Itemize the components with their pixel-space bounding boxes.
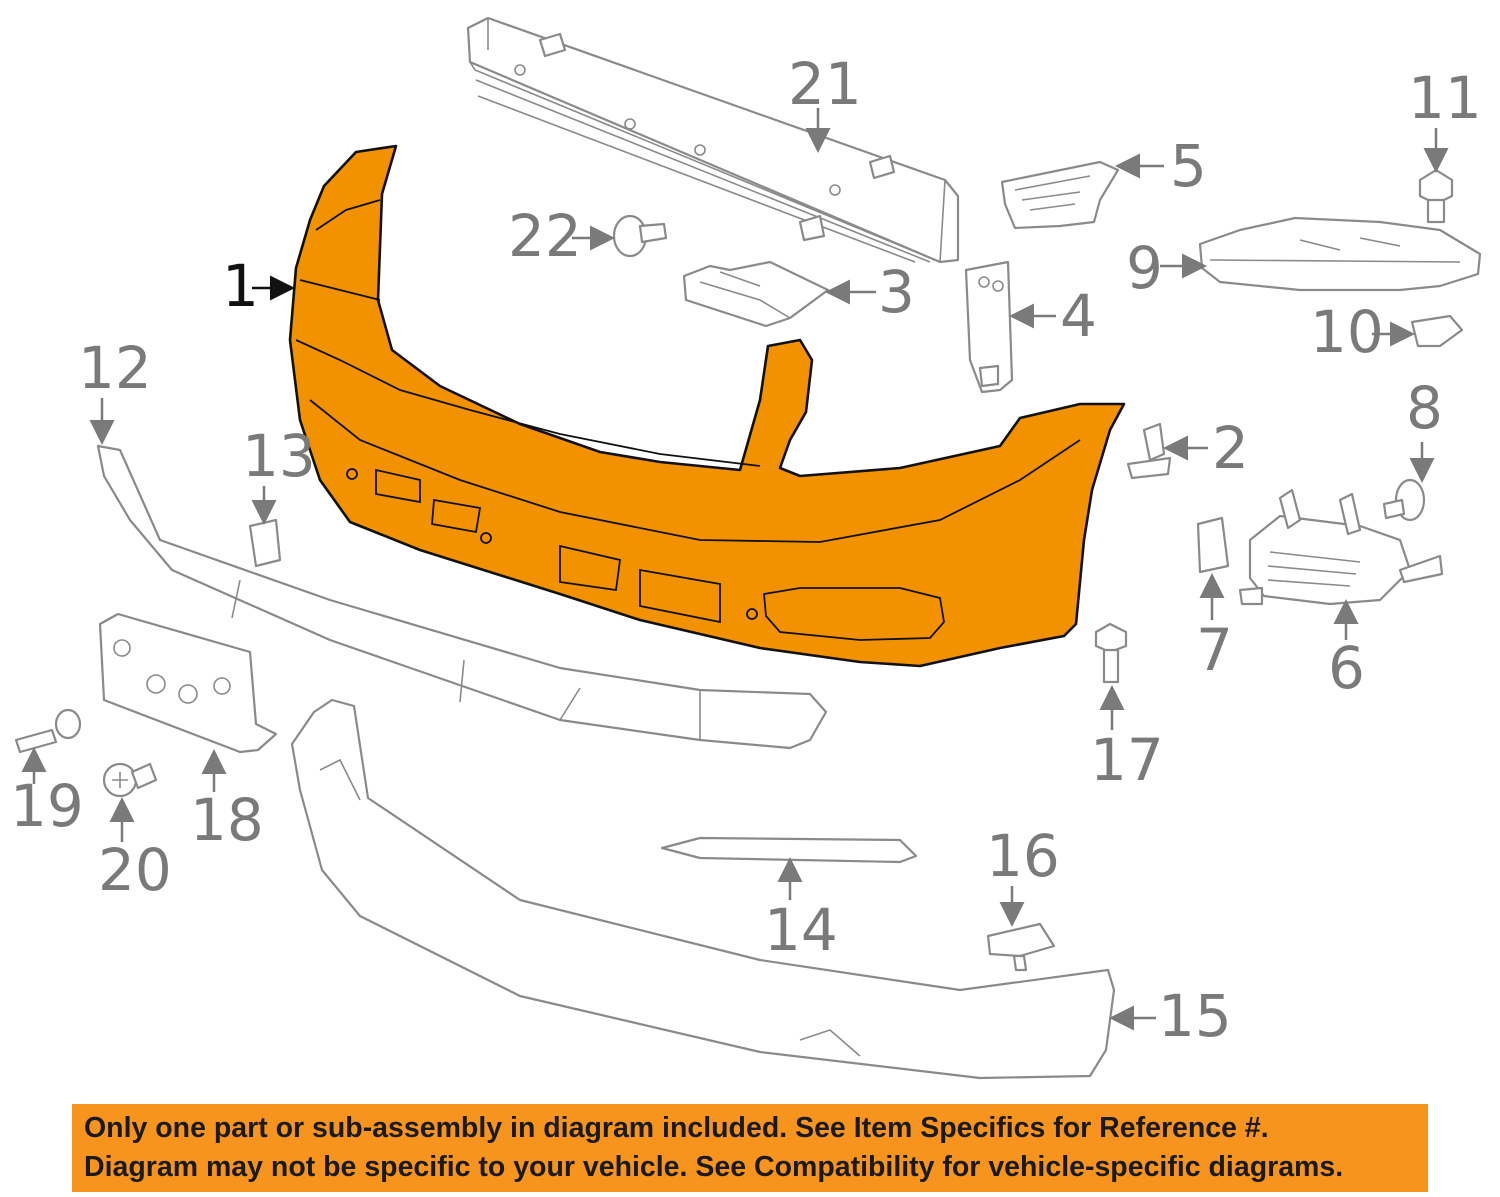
callout-13: 13 bbox=[242, 422, 316, 490]
part-20-screw bbox=[102, 762, 158, 798]
part-04-bracket bbox=[964, 260, 1014, 394]
callout-12: 12 bbox=[78, 334, 152, 402]
part-05-bracket bbox=[1000, 160, 1120, 230]
part-19-push-pin bbox=[14, 708, 82, 754]
part-14-trim-strip bbox=[660, 836, 918, 864]
callout-5: 5 bbox=[1170, 132, 1207, 200]
callout-6: 6 bbox=[1328, 634, 1365, 702]
disclaimer-banner: Only one part or sub-assembly in diagram… bbox=[72, 1104, 1428, 1192]
part-12-lower-trim bbox=[96, 444, 828, 750]
callout-7: 7 bbox=[1196, 616, 1233, 684]
callout-19: 19 bbox=[10, 772, 84, 840]
part-11-bolt bbox=[1418, 168, 1454, 224]
callout-16: 16 bbox=[986, 822, 1060, 890]
part-09-deflector bbox=[1198, 216, 1482, 292]
part-06-fog-lamp-bracket bbox=[1238, 488, 1444, 606]
disclaimer-line-1: Only one part or sub-assembly in diagram… bbox=[84, 1112, 1269, 1144]
callout-labels: 1 2 3 4 5 6 7 8 9 10 11 12 13 14 15 16 1… bbox=[10, 50, 1482, 1050]
part-21-impact-bar bbox=[466, 16, 960, 264]
exploded-view-drawing: 1 2 3 4 5 6 7 8 9 10 11 12 13 14 15 16 1… bbox=[10, 16, 1482, 1080]
leader-arrows bbox=[21, 108, 1449, 1031]
disclaimer-line-2: Diagram may not be specific to your vehi… bbox=[84, 1151, 1344, 1183]
part-18-license-bracket bbox=[98, 612, 278, 754]
callout-20: 20 bbox=[98, 836, 172, 904]
part-10-clip bbox=[1410, 314, 1464, 348]
part-15-lower-valance bbox=[290, 698, 1116, 1080]
callout-10: 10 bbox=[1310, 298, 1384, 366]
part-01-bumper-cover bbox=[288, 144, 1126, 668]
callout-22: 22 bbox=[508, 202, 582, 270]
part-08-push-pin bbox=[1382, 478, 1426, 522]
callout-17: 17 bbox=[1090, 726, 1164, 794]
callout-15: 15 bbox=[1158, 982, 1232, 1050]
callout-8: 8 bbox=[1406, 374, 1443, 442]
part-16-clip bbox=[986, 922, 1056, 972]
part-22-push-pin bbox=[612, 214, 668, 258]
part-17-bolt bbox=[1094, 622, 1128, 684]
callout-1: 1 bbox=[222, 252, 259, 320]
part-13-clip bbox=[248, 518, 282, 568]
callout-3: 3 bbox=[878, 258, 915, 326]
part-07-clip bbox=[1196, 516, 1230, 574]
part-02-push-pin bbox=[1126, 422, 1172, 480]
callout-11: 11 bbox=[1408, 64, 1482, 132]
part-03-bracket bbox=[682, 260, 830, 328]
callout-2: 2 bbox=[1212, 414, 1249, 482]
callout-14: 14 bbox=[764, 896, 838, 964]
callout-21: 21 bbox=[788, 50, 862, 118]
callout-9: 9 bbox=[1126, 234, 1163, 302]
callout-18: 18 bbox=[190, 786, 264, 854]
callout-4: 4 bbox=[1060, 282, 1097, 350]
